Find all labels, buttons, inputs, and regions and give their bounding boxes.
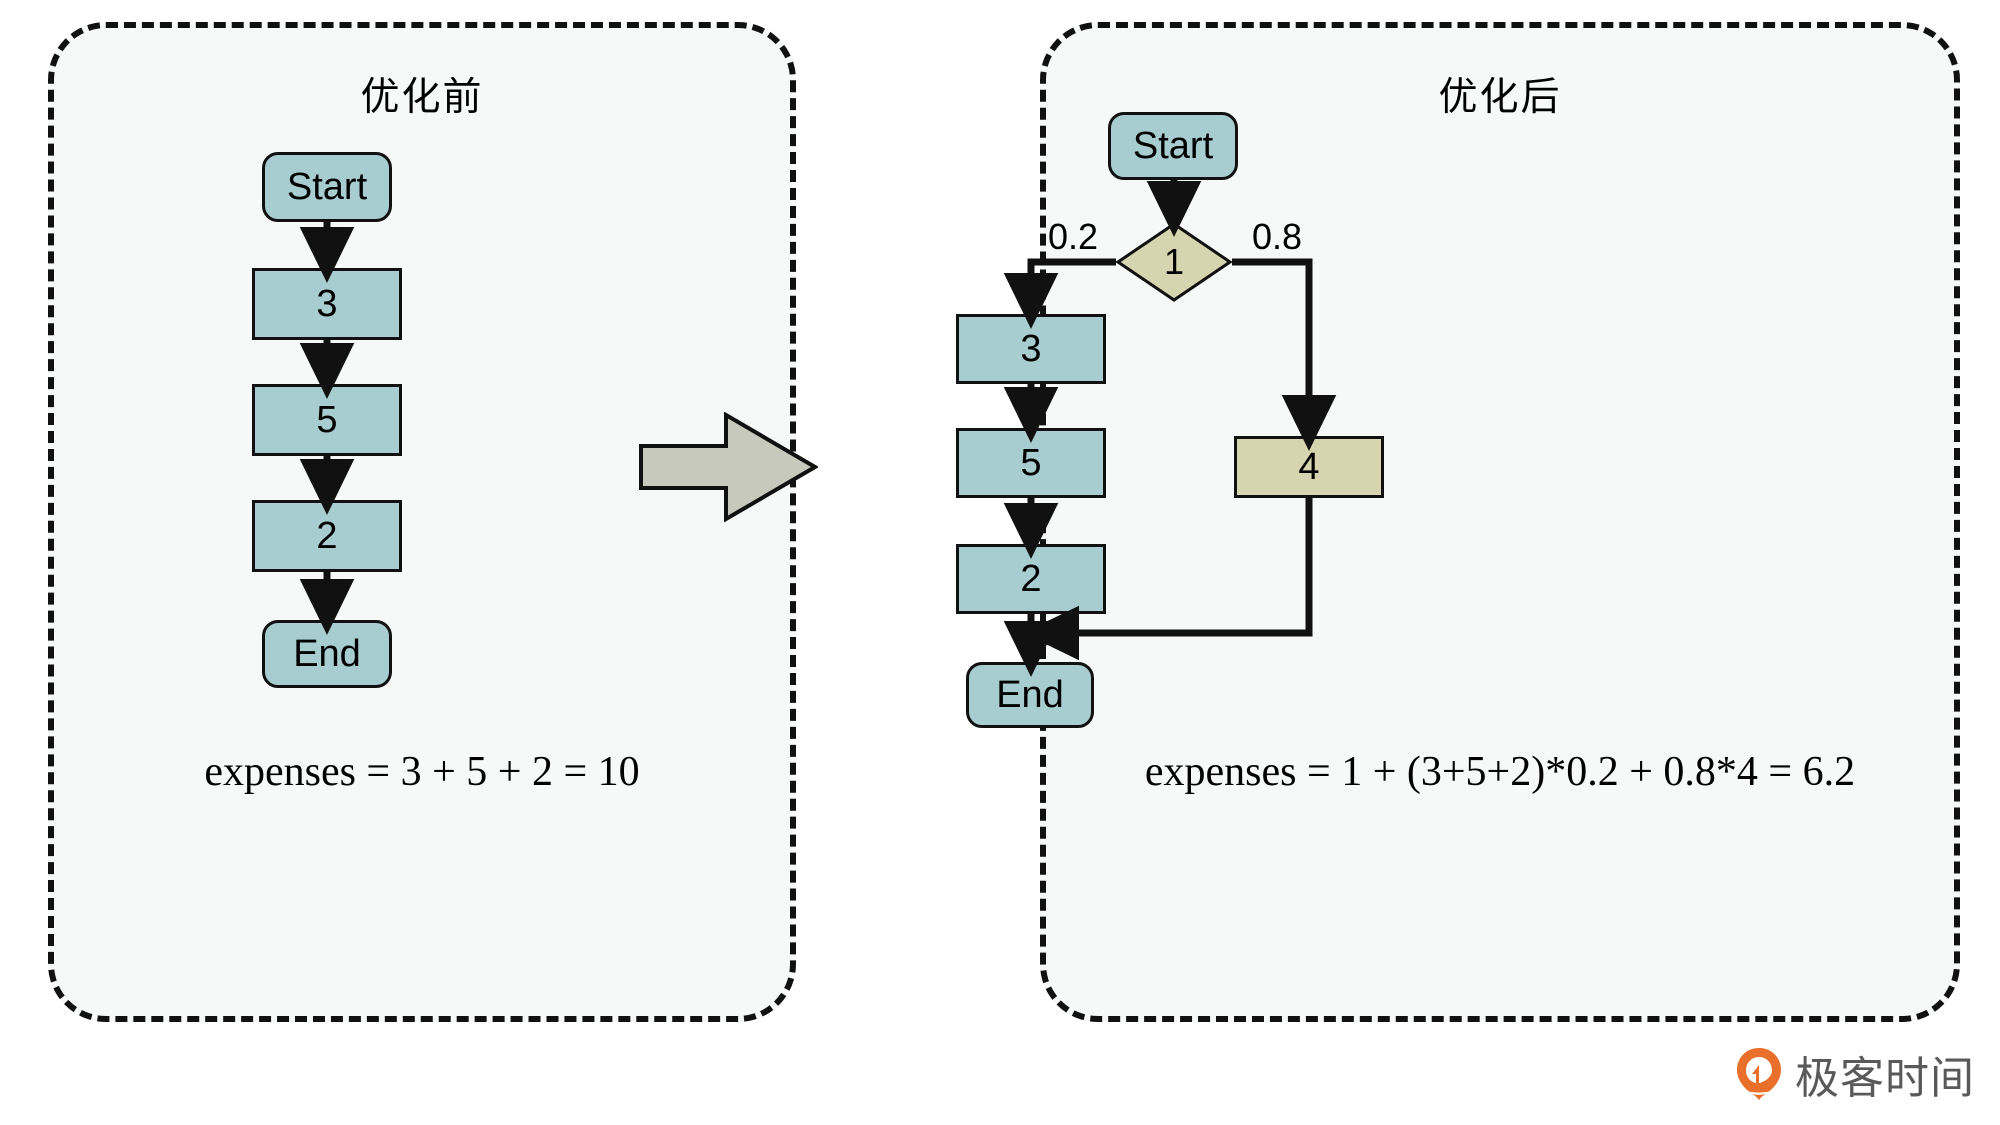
- after-node-3: 3: [956, 314, 1106, 384]
- before-node-5-label: 5: [316, 399, 338, 441]
- after-node-2-label: 2: [1020, 558, 1042, 600]
- before-node-2: 2: [252, 500, 402, 572]
- panel-before-optimization: 优化前: [48, 22, 796, 1022]
- before-node-3: 3: [252, 268, 402, 340]
- after-edge-label-right: 0.8: [1252, 216, 1303, 257]
- before-node-5: 5: [252, 384, 402, 456]
- after-node-5: 5: [956, 428, 1106, 498]
- after-node-4: 4: [1234, 436, 1384, 498]
- after-node-end-label: End: [996, 674, 1064, 716]
- after-node-start: Start: [1108, 112, 1238, 180]
- after-node-start-label: Start: [1132, 125, 1214, 167]
- after-node-2: 2: [956, 544, 1106, 614]
- after-node-decision: 1: [1116, 222, 1232, 302]
- after-node-3-label: 3: [1020, 328, 1042, 370]
- after-expenses-formula: expenses = 1 + (3+5+2)*0.2 + 0.8*4 = 6.2: [1144, 749, 1856, 795]
- before-node-2-label: 2: [316, 515, 338, 557]
- transition-right-arrow-icon: [639, 412, 818, 522]
- before-node-3-label: 3: [316, 283, 338, 325]
- before-node-end: End: [262, 620, 392, 688]
- geektime-logo-icon: [1737, 1048, 1781, 1100]
- before-node-start: Start: [262, 152, 392, 222]
- after-node-5-label: 5: [1020, 442, 1042, 484]
- after-node-4-label: 4: [1298, 446, 1320, 488]
- before-node-start-label: Start: [286, 166, 368, 208]
- panel-before-title: 优化前: [360, 76, 484, 119]
- brand-watermark: 极客时间: [1735, 1042, 1975, 1106]
- before-expenses-formula: expenses = 3 + 5 + 2 = 10: [204, 749, 640, 795]
- after-node-end: End: [966, 662, 1094, 728]
- panel-after-title: 优化后: [1438, 76, 1562, 119]
- brand-text: 极客时间: [1795, 1053, 1975, 1104]
- diamond-shape-icon: [1116, 222, 1232, 302]
- before-node-end-label: End: [293, 633, 361, 675]
- after-edge-label-left: 0.2: [1048, 216, 1099, 257]
